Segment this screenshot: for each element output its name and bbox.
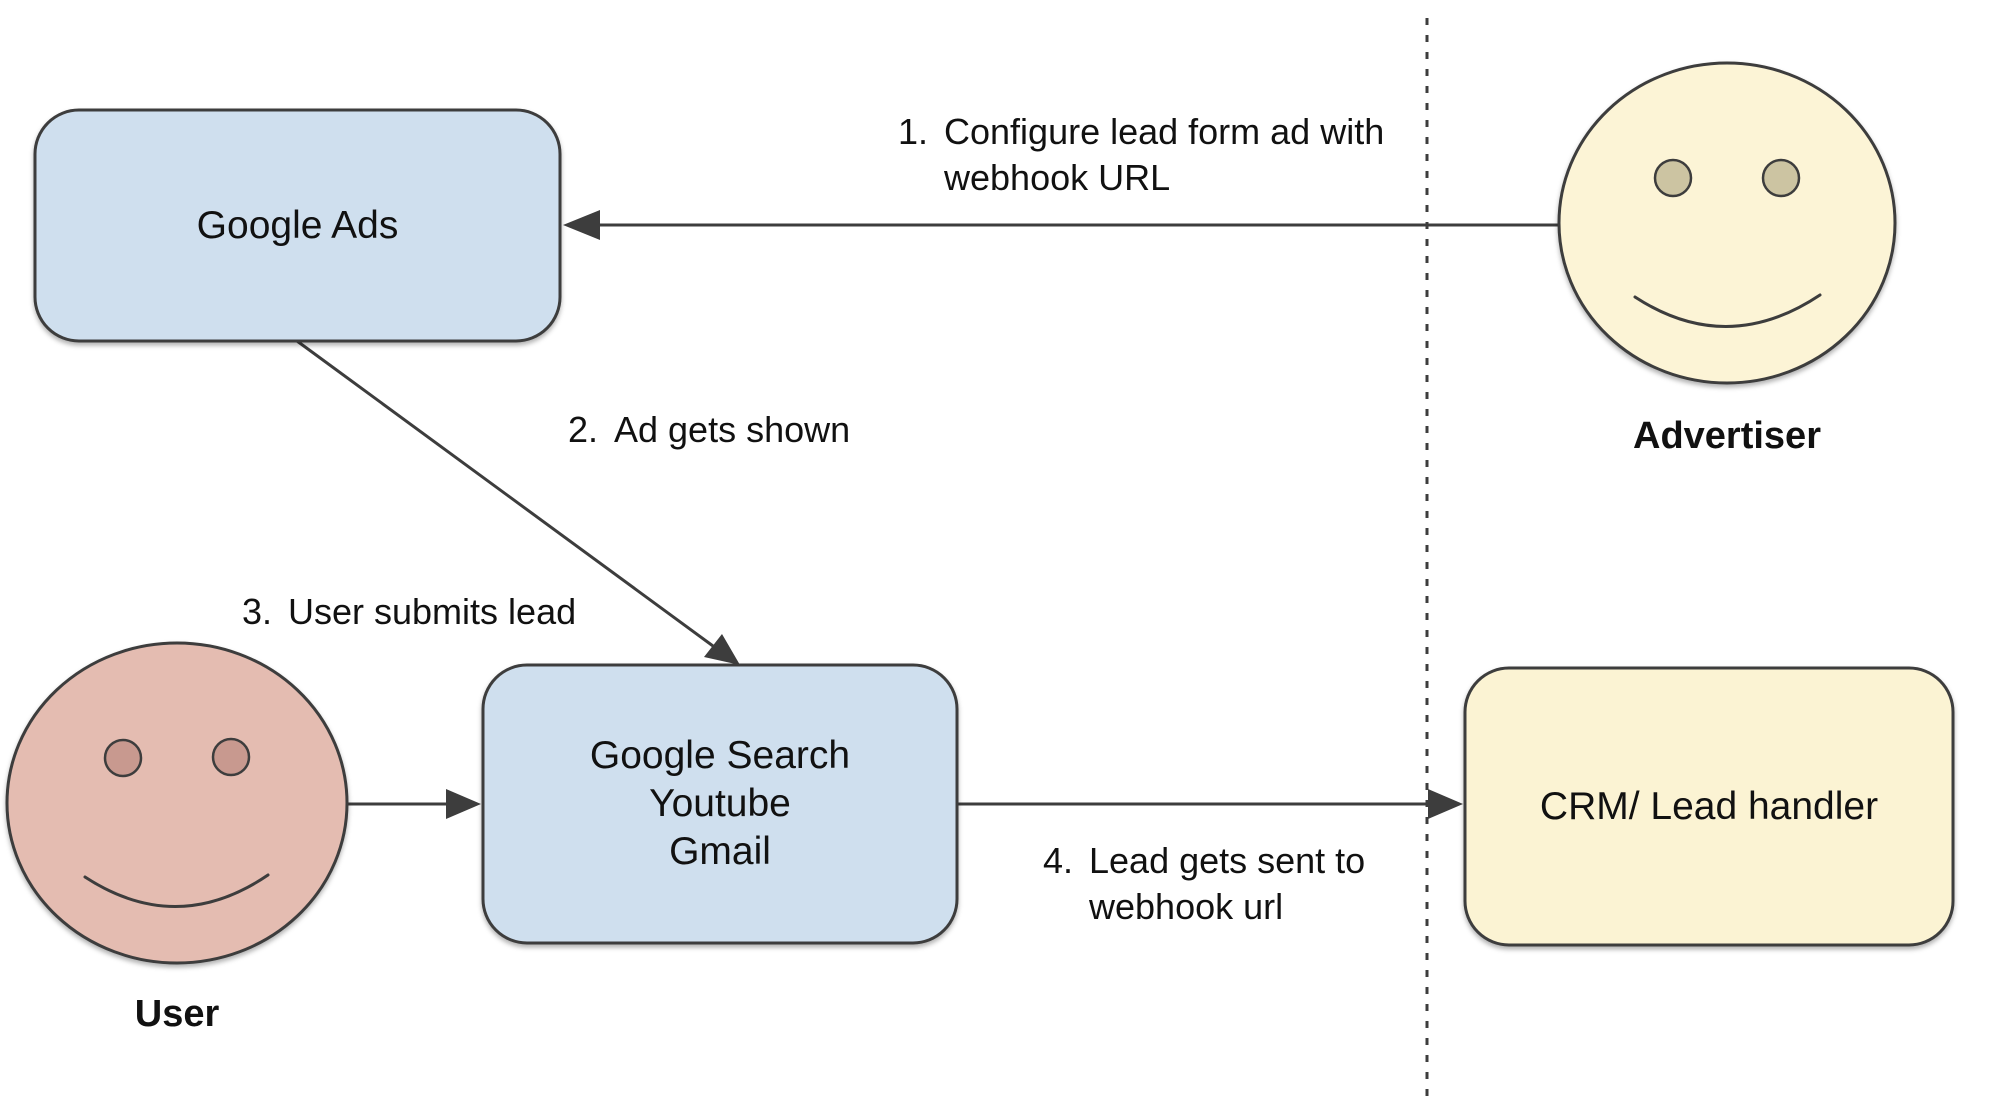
- arrow-ad-gets-shown: [296, 339, 714, 648]
- arrowhead-right-icon: [1428, 789, 1463, 819]
- step-3-number: 3.: [242, 591, 273, 632]
- crm-node: [1463, 666, 1955, 947]
- user-left-eye-icon: [103, 738, 143, 778]
- google-surfaces-line-gmail: Gmail: [669, 830, 771, 873]
- google-surfaces-label: Google Search Youtube Gmail: [483, 665, 957, 943]
- step-1-line-1: Configure lead form ad with: [944, 111, 1385, 152]
- advertiser-right-eye-icon: [1761, 158, 1801, 198]
- step-4-number: 4.: [1043, 840, 1074, 881]
- google-ads-node: [33, 108, 562, 343]
- arrowhead-diagonal-icon: [704, 634, 740, 665]
- step-4-line-2: webhook url: [1089, 886, 1284, 927]
- google-surfaces-line-search: Google Search: [589, 734, 851, 777]
- step-2-line-1: Ad gets shown: [614, 409, 851, 450]
- user-right-eye-icon: [211, 737, 251, 777]
- user-face-icon: [5, 641, 349, 965]
- user-label: User: [134, 992, 220, 1035]
- step-1-number: 1.: [898, 111, 929, 152]
- advertiser-left-eye-icon: [1653, 158, 1693, 198]
- advertiser-label: Advertiser: [1633, 414, 1821, 457]
- step-4-label: 4. Lead gets sent to webhook url: [1043, 838, 1365, 930]
- google-surfaces-node: [481, 663, 959, 945]
- step-4-line-1: Lead gets sent to: [1089, 840, 1366, 881]
- google-surfaces-line-youtube: Youtube: [649, 782, 791, 825]
- step-1-line-2: webhook URL: [944, 157, 1171, 198]
- user-face-circle: [5, 641, 349, 965]
- user-smile-icon: [83, 873, 270, 908]
- google-ads-label: Google Ads: [196, 203, 399, 247]
- step-2-number: 2.: [568, 409, 599, 450]
- step-3-label: 3. User submits lead: [242, 589, 576, 635]
- arrowhead-left-icon: [563, 210, 600, 240]
- step-1-label: 1. Configure lead form ad with webhook U…: [898, 109, 1384, 201]
- crm-label: CRM/ Lead handler: [1539, 784, 1879, 828]
- step-2-label: 2. Ad gets shown: [568, 407, 850, 453]
- arrowhead-right-icon: [446, 789, 481, 819]
- step-3-line-1: User submits lead: [288, 591, 577, 632]
- advertiser-smile-icon: [1633, 293, 1822, 328]
- advertiser-face-circle: [1557, 61, 1897, 385]
- advertiser-face-icon: [1557, 61, 1897, 385]
